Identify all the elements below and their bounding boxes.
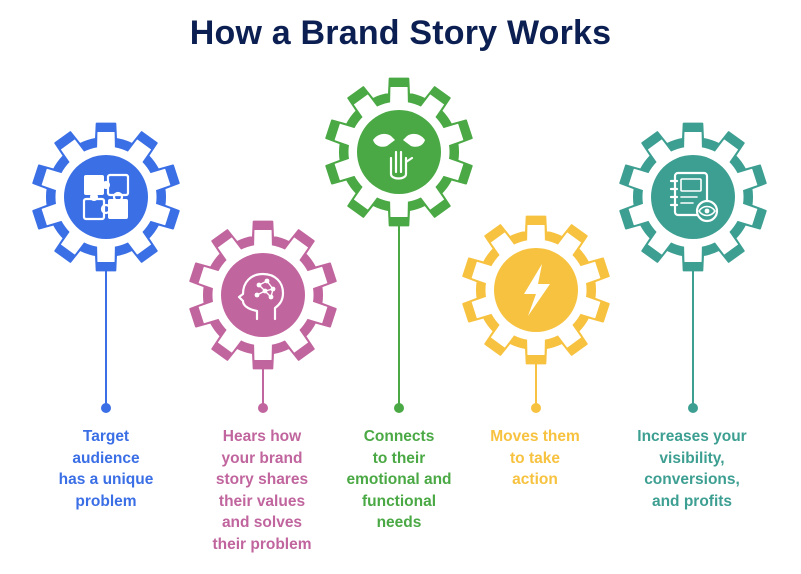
caption-line: conversions, bbox=[644, 471, 740, 488]
caption-line: and profits bbox=[651, 492, 733, 510]
caption-line: to their bbox=[372, 449, 426, 467]
gear-step-3 bbox=[325, 77, 473, 413]
caption-line: problem bbox=[75, 492, 137, 510]
caption-line: and solves bbox=[221, 514, 303, 531]
caption-line: story shares bbox=[215, 471, 309, 488]
puzzle-icon bbox=[82, 173, 130, 221]
caption-line: Target bbox=[82, 428, 130, 445]
caption-line: Moves them bbox=[490, 428, 580, 445]
head-network-icon bbox=[237, 272, 285, 321]
caption-line: your brand bbox=[221, 449, 303, 467]
lightning-icon bbox=[524, 264, 550, 316]
hands-icon bbox=[373, 133, 425, 180]
connector-dot bbox=[101, 403, 111, 413]
caption-step-5: Increases your visibility, conversions, … bbox=[617, 426, 767, 512]
connector-dot bbox=[531, 403, 541, 413]
caption-step-2: Hears how your brand story shares their … bbox=[187, 426, 337, 555]
gear-hub bbox=[221, 253, 305, 337]
connector-dot bbox=[258, 403, 268, 413]
caption-line: emotional and bbox=[346, 471, 452, 488]
caption-line: to take bbox=[510, 449, 560, 467]
caption-line: Increases your bbox=[637, 428, 747, 445]
caption-line: visibility, bbox=[659, 449, 725, 467]
connector-dot bbox=[394, 403, 404, 413]
caption-line: functional bbox=[361, 492, 437, 510]
caption-line: their problem bbox=[212, 535, 312, 553]
caption-line: Hears how bbox=[222, 428, 302, 445]
gear-step-4 bbox=[462, 215, 610, 413]
caption-line: needs bbox=[376, 514, 422, 531]
caption-line: has a unique bbox=[58, 471, 154, 488]
caption-step-3: Connects to their emotional and function… bbox=[324, 426, 474, 534]
gear-step-5 bbox=[619, 122, 767, 413]
gear-hub bbox=[357, 110, 441, 194]
gear-hub bbox=[64, 155, 148, 239]
caption-step-1: Target audience has a unique problem bbox=[31, 426, 181, 512]
caption-step-4: Moves them to take action bbox=[460, 426, 610, 491]
caption-line: their values bbox=[218, 492, 306, 510]
gear-step-1 bbox=[32, 122, 180, 413]
caption-line: audience bbox=[72, 449, 140, 467]
caption-line: action bbox=[512, 471, 558, 488]
notebook-eye-icon bbox=[669, 171, 719, 223]
page-title: How a Brand Story Works bbox=[189, 14, 612, 52]
gear-step-2 bbox=[189, 220, 337, 413]
caption-line: Connects bbox=[363, 428, 435, 445]
connector-dot bbox=[688, 403, 698, 413]
